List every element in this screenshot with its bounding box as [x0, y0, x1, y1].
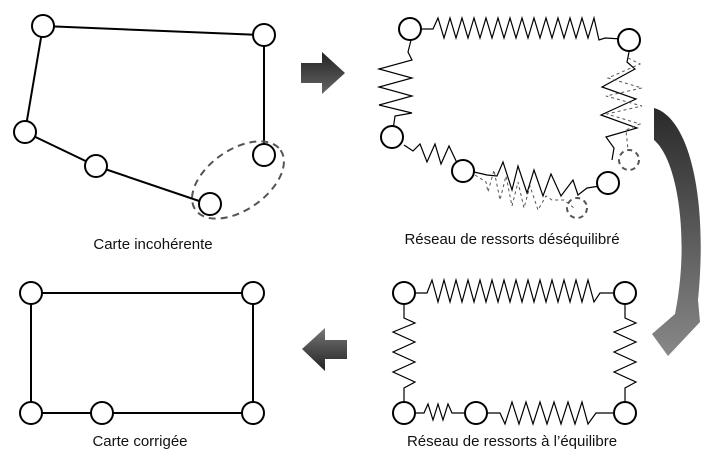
- node: [451, 159, 475, 183]
- node: [392, 401, 416, 425]
- node: [617, 28, 641, 52]
- panel-corrected-map: Carte corrigée: [19, 281, 265, 450]
- springs: [376, 15, 639, 198]
- curved-arrow-down-icon: [652, 108, 701, 356]
- ghost-nodes: [566, 149, 640, 219]
- panel-unbalanced-network: Réseau de ressorts déséquilibré: [376, 15, 643, 248]
- node: [252, 143, 276, 167]
- ghost-node: [618, 149, 640, 171]
- node: [31, 14, 55, 38]
- map-nodes: [13, 14, 276, 216]
- ghost-node: [566, 197, 588, 219]
- panel-label-balanced: Réseau de ressorts à l’équilibre: [407, 433, 617, 450]
- springs: [391, 277, 638, 426]
- network-nodes: [380, 17, 641, 195]
- node: [392, 281, 416, 305]
- node: [380, 125, 404, 149]
- node: [84, 154, 108, 178]
- network-nodes: [392, 281, 637, 425]
- map-nodes: [19, 281, 265, 425]
- node: [13, 120, 37, 144]
- arrow-right-icon: [301, 52, 345, 94]
- node: [19, 281, 43, 305]
- node: [252, 23, 276, 47]
- panel-label-incoherent: Carte incohérente: [93, 236, 212, 253]
- node: [198, 192, 222, 216]
- panel-incoherent-map: Carte incohérente: [13, 14, 285, 253]
- error-highlight-ellipse: [191, 140, 285, 220]
- node: [90, 401, 114, 425]
- node: [19, 401, 43, 425]
- map-edges: [24, 25, 265, 205]
- displaced-springs: [474, 57, 643, 212]
- node: [398, 17, 422, 41]
- panel-balanced-network: Réseau de ressorts à l’équilibre: [391, 277, 638, 450]
- panel-label-unbalanced: Réseau de ressorts déséquilibré: [404, 231, 619, 248]
- node: [596, 171, 620, 195]
- arrow-left-icon: [302, 328, 347, 371]
- panel-label-corrected: Carte corrigée: [92, 433, 187, 450]
- node: [613, 281, 637, 305]
- node: [613, 401, 637, 425]
- map-edges: [30, 292, 254, 414]
- node: [241, 401, 265, 425]
- node: [241, 281, 265, 305]
- node: [464, 401, 488, 425]
